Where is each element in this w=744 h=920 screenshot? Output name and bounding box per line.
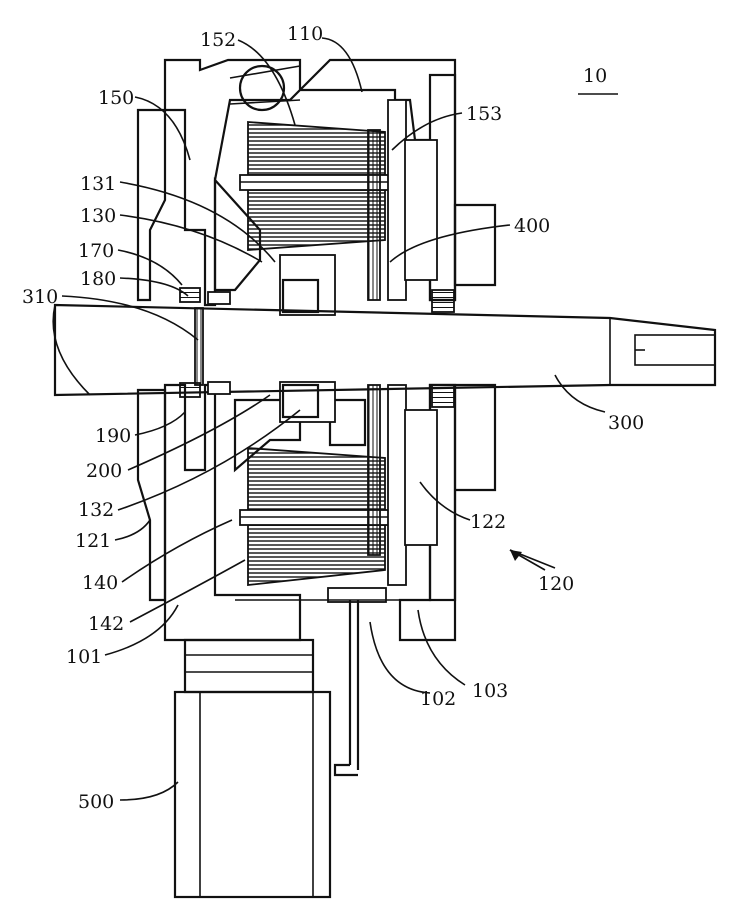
label-132: 132	[78, 499, 114, 521]
label-131: 131	[80, 173, 116, 195]
label-103: 103	[472, 680, 508, 702]
top-bearing	[230, 66, 300, 110]
bottom-fitting	[235, 588, 435, 775]
label-130: 130	[80, 205, 116, 227]
motor-500	[175, 640, 330, 897]
label-153: 153	[466, 103, 502, 125]
shaft	[53, 305, 715, 395]
inner-bearings	[280, 255, 335, 422]
label-180: 180	[80, 268, 116, 290]
label-140: 140	[82, 572, 118, 594]
label-142: 142	[88, 613, 124, 635]
disc-assembly	[368, 100, 437, 585]
label-310: 310	[22, 286, 58, 308]
label-500: 500	[78, 791, 114, 813]
label-101: 101	[66, 646, 102, 668]
label-200: 200	[86, 460, 122, 482]
label-10: 10	[583, 65, 607, 87]
label-122: 122	[470, 511, 506, 533]
label-190: 190	[95, 425, 131, 447]
label-150: 150	[98, 87, 134, 109]
label-170: 170	[78, 240, 114, 262]
label-110: 110	[287, 23, 323, 45]
label-152: 152	[200, 29, 236, 51]
label-102: 102	[420, 688, 456, 710]
label-400: 400	[514, 215, 550, 237]
label-121: 121	[75, 530, 111, 552]
label-300: 300	[608, 412, 644, 434]
label-120: 120	[538, 573, 574, 595]
